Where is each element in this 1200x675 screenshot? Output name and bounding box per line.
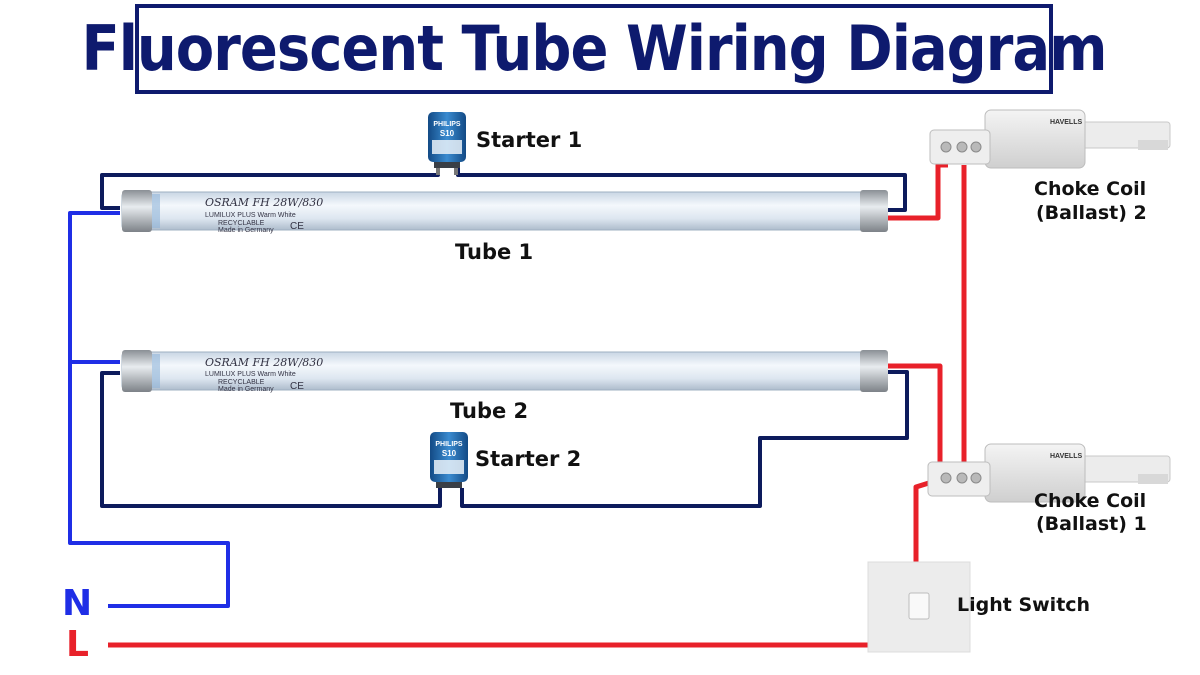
choke2-label-line2: (Ballast) 2 bbox=[1036, 202, 1147, 224]
wire-tube2-starter-left bbox=[100, 371, 442, 508]
choke1-label-line2: (Ballast) 1 bbox=[1036, 513, 1147, 535]
neutral-label: N bbox=[62, 583, 93, 624]
starter-1: PHILIPS S10 bbox=[428, 112, 466, 175]
tube1-print-line2: LUMILUX PLUS Warm White bbox=[205, 212, 296, 219]
wire-ballast1-tube2 bbox=[888, 363, 943, 470]
light-switch bbox=[867, 561, 971, 653]
ballast-1: HAVELLS bbox=[927, 443, 1171, 503]
tube-1: OSRAM FH 28W/830 LUMILUX PLUS Warm White… bbox=[121, 190, 888, 234]
ballast2-brand-text: HAVELLS bbox=[1050, 119, 1082, 126]
starter-2: PHILIPS S10 bbox=[430, 432, 468, 488]
tube2-ce-mark: CE bbox=[290, 381, 304, 392]
tube2-label: Tube 2 bbox=[450, 399, 529, 423]
light-switch-label: Light Switch bbox=[957, 594, 1091, 616]
choke1-label-line1: Choke Coil bbox=[1034, 490, 1147, 512]
starter1-brand-text: PHILIPS bbox=[433, 121, 461, 128]
tube1-ce-mark: CE bbox=[290, 221, 304, 232]
tube2-print-line2: LUMILUX PLUS Warm White bbox=[205, 371, 296, 378]
wire-tube2-starter-right bbox=[460, 370, 909, 508]
choke2-label-line1: Choke Coil bbox=[1034, 178, 1147, 200]
live-label: L bbox=[66, 624, 89, 665]
starter2-label: Starter 2 bbox=[475, 447, 582, 471]
wire-ballast2-tube1 bbox=[888, 162, 948, 221]
tube2-print-line3: RECYCLABLE bbox=[218, 379, 265, 386]
tube1-label: Tube 1 bbox=[455, 240, 534, 264]
tube1-print-line4: Made in Germany bbox=[218, 227, 274, 234]
starter1-model-text: S10 bbox=[440, 129, 455, 138]
wire-neutral-tube1 bbox=[68, 211, 230, 608]
tube1-print-line3: RECYCLABLE bbox=[218, 220, 265, 227]
tube2-model-text: OSRAM FH 28W/830 bbox=[205, 356, 323, 369]
starter2-model-text: S10 bbox=[442, 449, 457, 458]
ballast1-brand-text: HAVELLS bbox=[1050, 453, 1082, 460]
tube-2: OSRAM FH 28W/830 LUMILUX PLUS Warm White… bbox=[121, 350, 888, 393]
live-wires bbox=[108, 162, 967, 648]
wire-live-switch bbox=[108, 612, 919, 648]
tube2-print-line4: Made in Germany bbox=[218, 386, 274, 393]
ballast-2: HAVELLS bbox=[929, 109, 1171, 169]
title-box: Fluorescent Tube Wiring Diagram bbox=[81, 4, 1108, 94]
starter1-label: Starter 1 bbox=[476, 128, 583, 152]
tube1-model-text: OSRAM FH 28W/830 bbox=[205, 196, 323, 209]
neutral-wires bbox=[68, 211, 230, 608]
starter2-brand-text: PHILIPS bbox=[435, 441, 463, 448]
page-title: Fluorescent Tube Wiring Diagram bbox=[81, 12, 1107, 86]
